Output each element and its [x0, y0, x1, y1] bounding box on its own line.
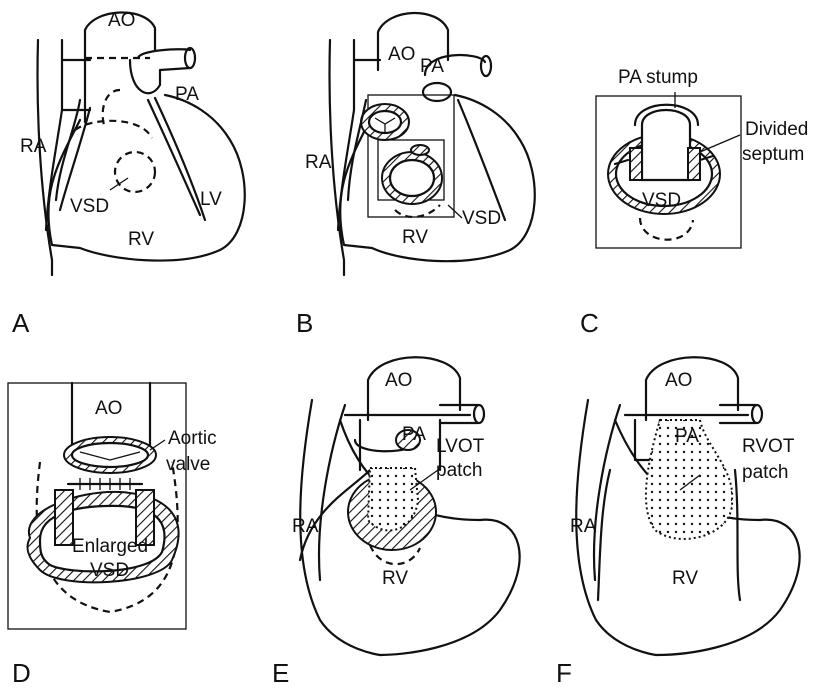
label-pa: PA [175, 84, 199, 105]
label-rv: RV [402, 227, 428, 248]
panel-a: AO PA RA VSD LV RV A [12, 10, 245, 338]
label-rvot: RVOT [742, 436, 795, 457]
label-vsd: VSD [642, 190, 681, 211]
panel-b: AO PA RA VSD RV B [296, 13, 535, 338]
label-vsd: VSD [70, 196, 109, 217]
label-pa: PA [675, 426, 699, 447]
label-ao: AO [95, 398, 122, 419]
label-pa: PA [402, 424, 426, 445]
label-ao: AO [665, 370, 692, 391]
panel-c: PA stump Divided septum VSD C [580, 67, 808, 338]
label-enlarged: Enlarged [72, 536, 148, 557]
label-septum: septum [742, 144, 804, 165]
panel-letter-e: E [272, 658, 289, 688]
label-lv: LV [200, 189, 222, 210]
label-ra: RA [292, 516, 319, 537]
panel-letter-b: B [296, 308, 313, 338]
panel-letter-f: F [556, 658, 572, 688]
label-lvot: LVOT [436, 436, 485, 457]
panel-letter-d: D [12, 658, 31, 688]
panel-d: AO Aortic valve Enlarged VSD D [8, 383, 217, 688]
label-pa: PA [420, 56, 444, 77]
label-ao: AO [108, 10, 135, 31]
panel-letter-a: A [12, 308, 30, 338]
label-ao: AO [388, 44, 415, 65]
label-ra: RA [305, 152, 332, 173]
panel-f: AO PA RVOT patch RA RV F [556, 357, 800, 688]
panel-e: AO PA LVOT patch RA RV E [272, 357, 520, 688]
label-vsd: VSD [462, 208, 501, 229]
label-aortic: Aortic [168, 428, 217, 449]
label-rv: RV [382, 568, 408, 589]
label-valve: valve [166, 454, 210, 475]
label-pa-stump: PA stump [618, 67, 698, 88]
label-ra: RA [570, 516, 597, 537]
label-rv: RV [128, 229, 154, 250]
panel-letter-c: C [580, 308, 599, 338]
label-vsd: VSD [90, 560, 129, 581]
label-ra: RA [20, 136, 47, 157]
label-divided: Divided [745, 119, 808, 140]
label-patch: patch [436, 460, 482, 481]
label-patch: patch [742, 462, 788, 483]
label-rv: RV [672, 568, 698, 589]
label-ao: AO [385, 370, 412, 391]
